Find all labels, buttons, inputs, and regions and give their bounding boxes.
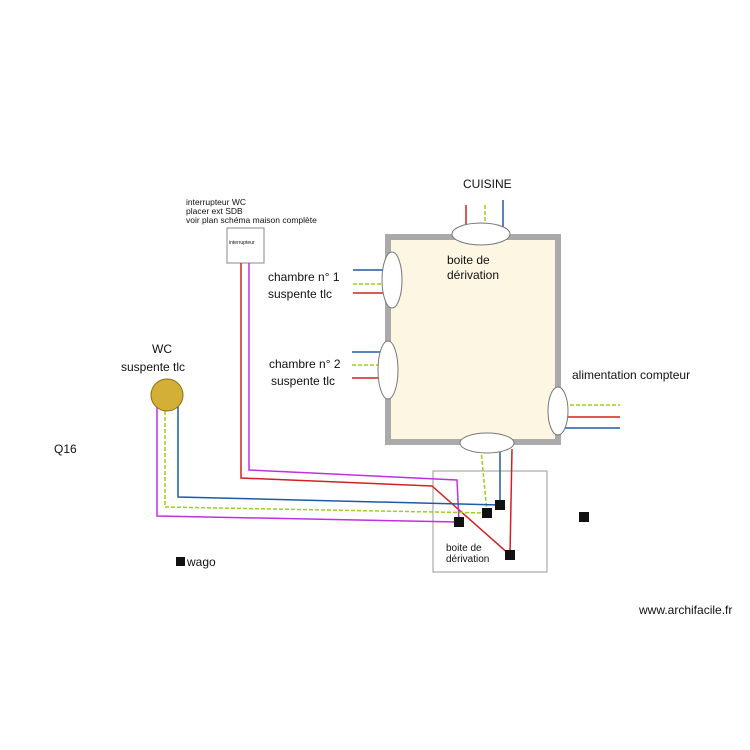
cable-entry-top[interactable] xyxy=(451,222,511,246)
wc-suspente-label: suspente tlc xyxy=(121,360,186,374)
wc-lamp-symbol[interactable] xyxy=(150,378,184,412)
chambre2-label-line1: chambre n° 2 xyxy=(269,357,341,371)
wc-label: WC xyxy=(152,342,172,356)
small-box-label-line2: dérivation xyxy=(446,554,490,565)
wago-connector-spare[interactable] xyxy=(579,512,589,522)
bottom-earth-wire xyxy=(480,448,488,514)
q16-label: Q16 xyxy=(54,442,77,456)
lamp-return-wire xyxy=(156,405,460,523)
alimentation-label: alimentation compteur xyxy=(572,368,691,382)
wago-connector-earth[interactable] xyxy=(482,508,492,518)
chambre2-label-line2: suspente tlc xyxy=(271,374,336,388)
lamp-earth-wire xyxy=(164,405,488,514)
switch-note-line1: interrupteur WC xyxy=(186,197,246,207)
chambre1-wires xyxy=(353,269,386,294)
wago-connector-return[interactable] xyxy=(454,517,464,527)
switch-phase-wire xyxy=(240,263,511,556)
chambre1-label-line1: chambre n° 1 xyxy=(268,270,340,284)
cuisine-label: CUISINE xyxy=(463,177,512,191)
lamp-neutral-wire xyxy=(177,405,501,506)
lamp-wires xyxy=(156,405,501,523)
cable-entry-alimentation[interactable] xyxy=(547,386,569,436)
main-box-label-line2: dérivation xyxy=(447,268,500,282)
cable-entry-chambre2[interactable] xyxy=(377,340,399,400)
cable-entry-bottom[interactable] xyxy=(459,432,515,454)
switch-wires xyxy=(240,263,511,556)
wago-legend-symbol xyxy=(176,557,185,566)
switch-note-line3: voir plan schéma maison complète xyxy=(186,215,317,225)
bottom-phase-wire xyxy=(509,448,513,556)
main-junction-box[interactable] xyxy=(385,234,561,445)
switch-box-label: interrupteur xyxy=(229,240,255,246)
small-box-label-line1: boite de xyxy=(446,543,482,554)
switch-box[interactable] xyxy=(226,227,265,264)
main-box-label-line1: boite de xyxy=(447,253,490,267)
switch-return-wire xyxy=(248,263,460,523)
wago-label: wago xyxy=(187,555,216,569)
main-to-small-wires xyxy=(480,448,513,556)
watermark[interactable]: www.archifacile.fr xyxy=(639,603,733,617)
alimentation-wires xyxy=(564,404,620,429)
switch-note-line2: placer ext SDB xyxy=(186,206,243,216)
cable-entry-chambre1[interactable] xyxy=(381,251,403,309)
wago-connector-phase[interactable] xyxy=(505,550,515,560)
wago-connector-neutral[interactable] xyxy=(495,500,505,510)
chambre1-label-line2: suspente tlc xyxy=(268,287,333,301)
